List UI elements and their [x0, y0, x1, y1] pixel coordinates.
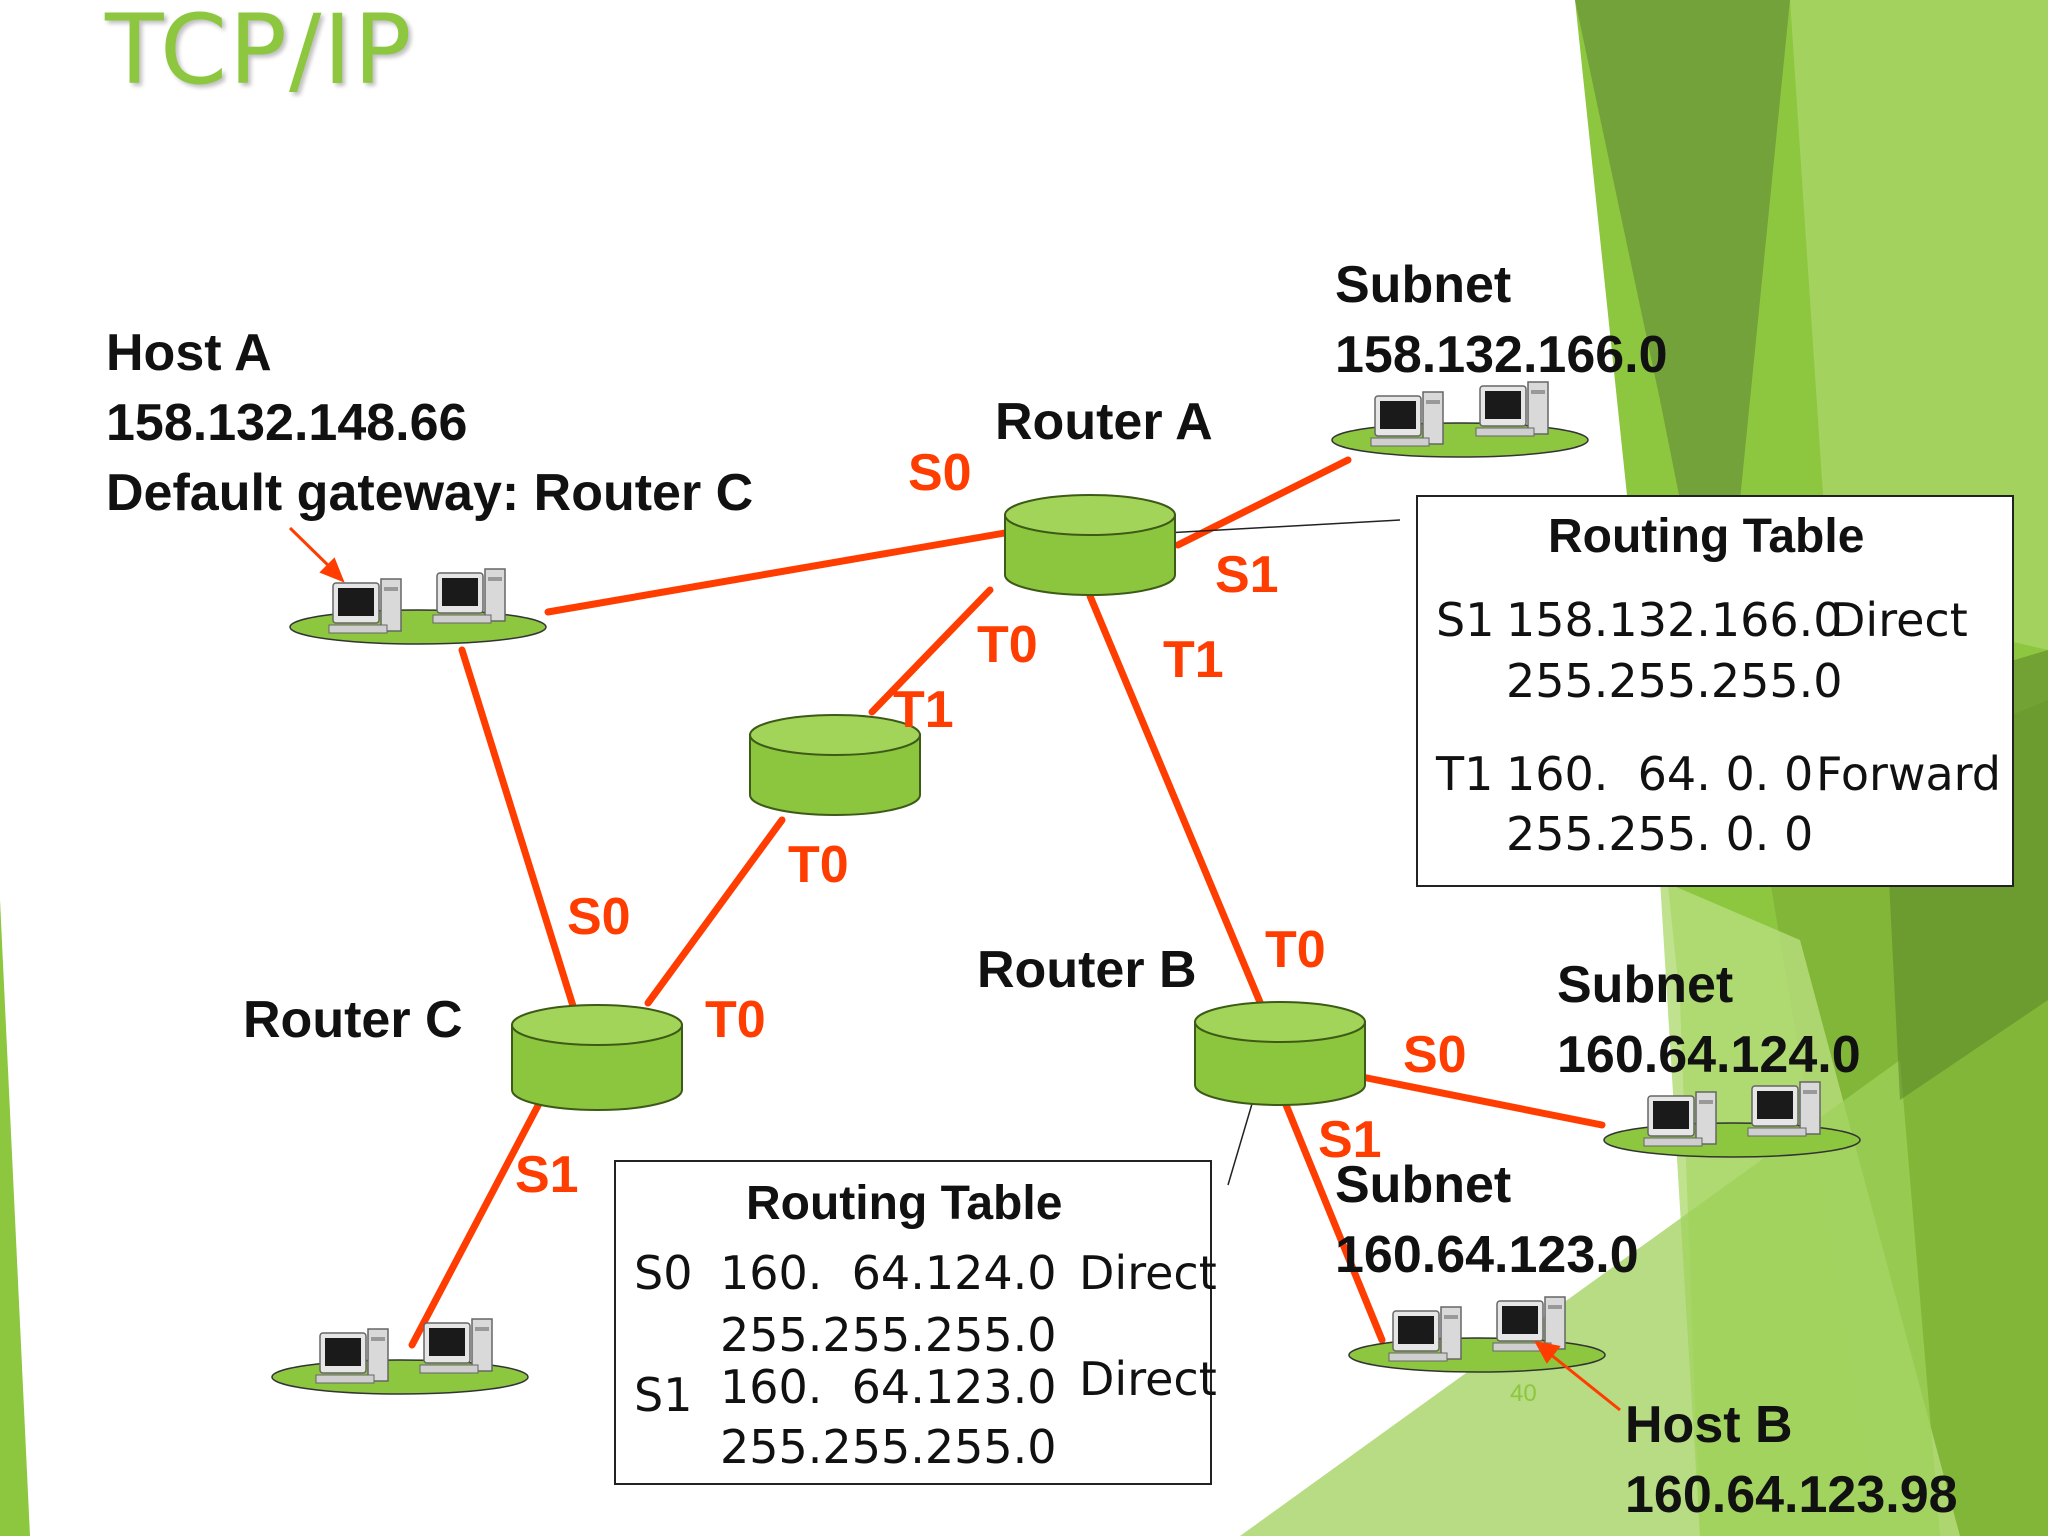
rta-row1-net: 158.132.166.0: [1506, 593, 1843, 647]
rta-row2-iface: T1: [1436, 747, 1494, 801]
computer-icon: [315, 1328, 389, 1384]
computer-icon: [1492, 1296, 1566, 1352]
page-number: 40: [1510, 1380, 1537, 1407]
green-facet-6: [1240, 1060, 1940, 1536]
router-icon: [1194, 1001, 1366, 1106]
subnet-124-computers: [1603, 1081, 1861, 1158]
link-routerb-subnet123: [1278, 1091, 1386, 1344]
subnet-166-label: Subnet 158.132.166.0: [1335, 250, 1668, 390]
link-hosta-routerc: [458, 646, 582, 1026]
routerc-lan-computers: [271, 1318, 529, 1395]
iface-rb-s0: S0: [1403, 1026, 1467, 1084]
subnet-123-label: Subnet 160.64.123.0: [1335, 1150, 1639, 1290]
host-b-ip: 160.64.123.98: [1625, 1466, 1958, 1524]
iface-rb-t0: T0: [1265, 921, 1326, 979]
computer-icon: [1388, 1306, 1462, 1362]
subnet-123-title: Subnet: [1335, 1156, 1512, 1214]
rta-row1-action: Direct: [1830, 593, 1968, 647]
computer-icon: [1475, 381, 1549, 437]
rta-row1-mask: 255.255.255.0: [1506, 654, 1843, 708]
link-routera-subnet166: [1174, 456, 1352, 549]
routing-table-b: Routing Table S0 160. 64.124.0 Direct 25…: [614, 1160, 1217, 1485]
host-b-label: Host B 160.64.123.98: [1625, 1390, 1958, 1530]
arrow-icon-head: [1534, 1340, 1561, 1364]
host-a-computers: [289, 568, 547, 645]
router-c-label: Router C: [243, 991, 463, 1049]
rtb-row1-action: Direct: [1079, 1246, 1217, 1300]
link-routera-routerb: [1086, 592, 1266, 1011]
arrows: [288, 526, 1621, 1412]
link-middle-routerc: [644, 816, 786, 1007]
subnet-166-computers: [1331, 381, 1589, 458]
iface-mid-t0: T0: [788, 836, 849, 894]
computer-icon: [432, 568, 506, 624]
iface-rc-s1: S1: [515, 1146, 579, 1204]
computer-icon: [1747, 1081, 1821, 1137]
link-hosta-routera: [544, 526, 1026, 616]
host-a-ip: 158.132.148.66: [106, 394, 468, 452]
computer-icon: [1643, 1091, 1717, 1147]
slide-title: TCP/IP: [105, 0, 414, 106]
subnet-124-ip: 160.64.124.0: [1557, 1026, 1861, 1084]
host-a-label: Host A 158.132.148.66 Default gateway: R…: [106, 318, 753, 528]
subnet-166-title: Subnet: [1335, 256, 1512, 314]
subnet-124-title: Subnet: [1557, 956, 1734, 1014]
host-b-name: Host B: [1625, 1396, 1793, 1454]
iface-rc-t0: T0: [705, 991, 766, 1049]
routing-table-a-heading: Routing Table: [1548, 510, 1865, 563]
rtb-row1-iface: S0: [634, 1246, 693, 1300]
router-icon: [749, 714, 921, 816]
computer-icon: [1370, 391, 1444, 447]
subnet-123-computers: [1348, 1296, 1606, 1373]
link-routerc-lan: [408, 1094, 546, 1349]
router-a-label: Router A: [995, 393, 1213, 451]
link-routerb-subnet124: [1348, 1071, 1606, 1129]
arrow-icon-head: [319, 557, 345, 583]
arrow-icon: [1544, 1348, 1621, 1412]
computer-icon: [419, 1318, 493, 1374]
rtb-row1-net: 160. 64.124.0: [720, 1246, 1057, 1300]
iface-mid-t1: T1: [893, 681, 954, 739]
rtb-row2-iface: S1: [634, 1368, 693, 1422]
iface-rb-s1: S1: [1318, 1111, 1382, 1169]
subnet-123-ip: 160.64.123.0: [1335, 1226, 1639, 1284]
rtb-row2-action: Direct: [1079, 1352, 1217, 1406]
rta-row2-net: 160. 64. 0. 0: [1506, 747, 1814, 801]
green-facet-left: [0, 900, 30, 1536]
rtb-row2-net: 160. 64.123.0: [720, 1360, 1057, 1414]
routing-table-a: Routing Table S1 158.132.166.0 Direct 25…: [1416, 495, 2014, 887]
iface-ra-t1: T1: [1163, 631, 1224, 689]
host-a-name: Host A: [106, 324, 272, 382]
rta-row1-iface: S1: [1436, 593, 1495, 647]
iface-ra-s1: S1: [1215, 546, 1279, 604]
routing-table-b-heading: Routing Table: [746, 1177, 1063, 1230]
rtb-row1-mask: 255.255.255.0: [720, 1308, 1057, 1362]
rta-row2-action: Forward: [1816, 747, 2001, 801]
rtb-row2-mask: 255.255.255.0: [720, 1420, 1057, 1474]
iface-ra-s0: S0: [908, 444, 972, 502]
router-icon: [1004, 494, 1176, 596]
link-routera-middle: [868, 586, 994, 716]
green-facet-3: [1790, 0, 2048, 650]
subnet-166-ip: 158.132.166.0: [1335, 326, 1668, 384]
iface-rc-s0: S0: [567, 888, 631, 946]
computer-icon: [328, 578, 402, 634]
host-a-gateway: Default gateway: Router C: [106, 464, 754, 522]
iface-ra-t0: T0: [977, 616, 1038, 674]
router-icon: [511, 1004, 683, 1111]
subnet-124-label: Subnet 160.64.124.0: [1557, 950, 1861, 1090]
rta-row2-mask: 255.255. 0. 0: [1506, 807, 1814, 861]
router-b-label: Router B: [977, 941, 1197, 999]
